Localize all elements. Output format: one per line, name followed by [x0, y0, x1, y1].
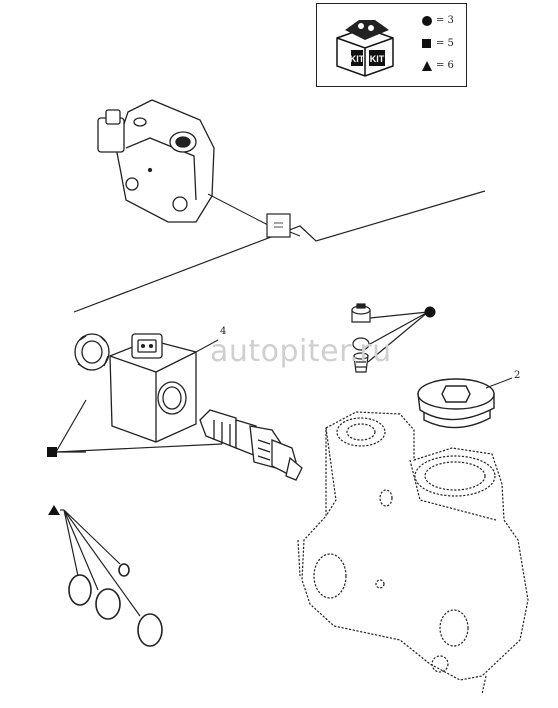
- assembly-leader-line: [207, 193, 269, 226]
- nut-part: [74, 333, 110, 371]
- circle-icon: [421, 15, 432, 26]
- seal-rings: [68, 563, 163, 647]
- kit-row-triangle: = 6: [421, 60, 454, 71]
- kit-row-text: = 6: [436, 60, 454, 71]
- kit-row-square: = 5: [421, 38, 454, 49]
- kit-row-text: = 5: [436, 38, 454, 49]
- large-plug: [417, 378, 495, 429]
- plug-fitting-small: [351, 303, 371, 323]
- valve-assembly-overview: [97, 99, 215, 223]
- kit-row-circle: = 3: [421, 15, 454, 26]
- circle-leader-lines: [367, 311, 429, 363]
- valve-body-dashed: [297, 411, 529, 695]
- callout-item-4: 4: [220, 326, 227, 337]
- cartridge-valve: [199, 409, 303, 481]
- reference-square: [266, 213, 291, 238]
- coil-leader-line: [195, 339, 219, 353]
- kit-legend: KIT KIT = 3 = 5 = 6: [316, 3, 467, 87]
- o-ring-small: [352, 337, 370, 351]
- kit-label-right: KIT: [370, 54, 385, 64]
- triangle-callout-marker: [48, 505, 60, 515]
- section-divider-line: [73, 190, 486, 313]
- kit-label-left: KIT: [350, 54, 365, 64]
- triangle-icon: [421, 60, 432, 71]
- kit-row-text: = 3: [436, 15, 454, 26]
- watermark-text: autopiter.ru: [210, 334, 392, 369]
- circle-callout-marker: [424, 306, 436, 318]
- solenoid-coil: [109, 333, 197, 443]
- assembly-leader-line-2: [289, 231, 301, 237]
- callout-item-2: 2: [514, 370, 521, 381]
- fitting-small: [353, 352, 369, 373]
- plug-leader-line: [485, 377, 513, 389]
- square-leader-lines: [55, 399, 223, 453]
- square-callout-marker: [47, 447, 57, 457]
- kit-box-icon: KIT KIT: [336, 20, 394, 77]
- square-icon: [421, 39, 432, 48]
- triangle-leader-lines: [63, 509, 141, 617]
